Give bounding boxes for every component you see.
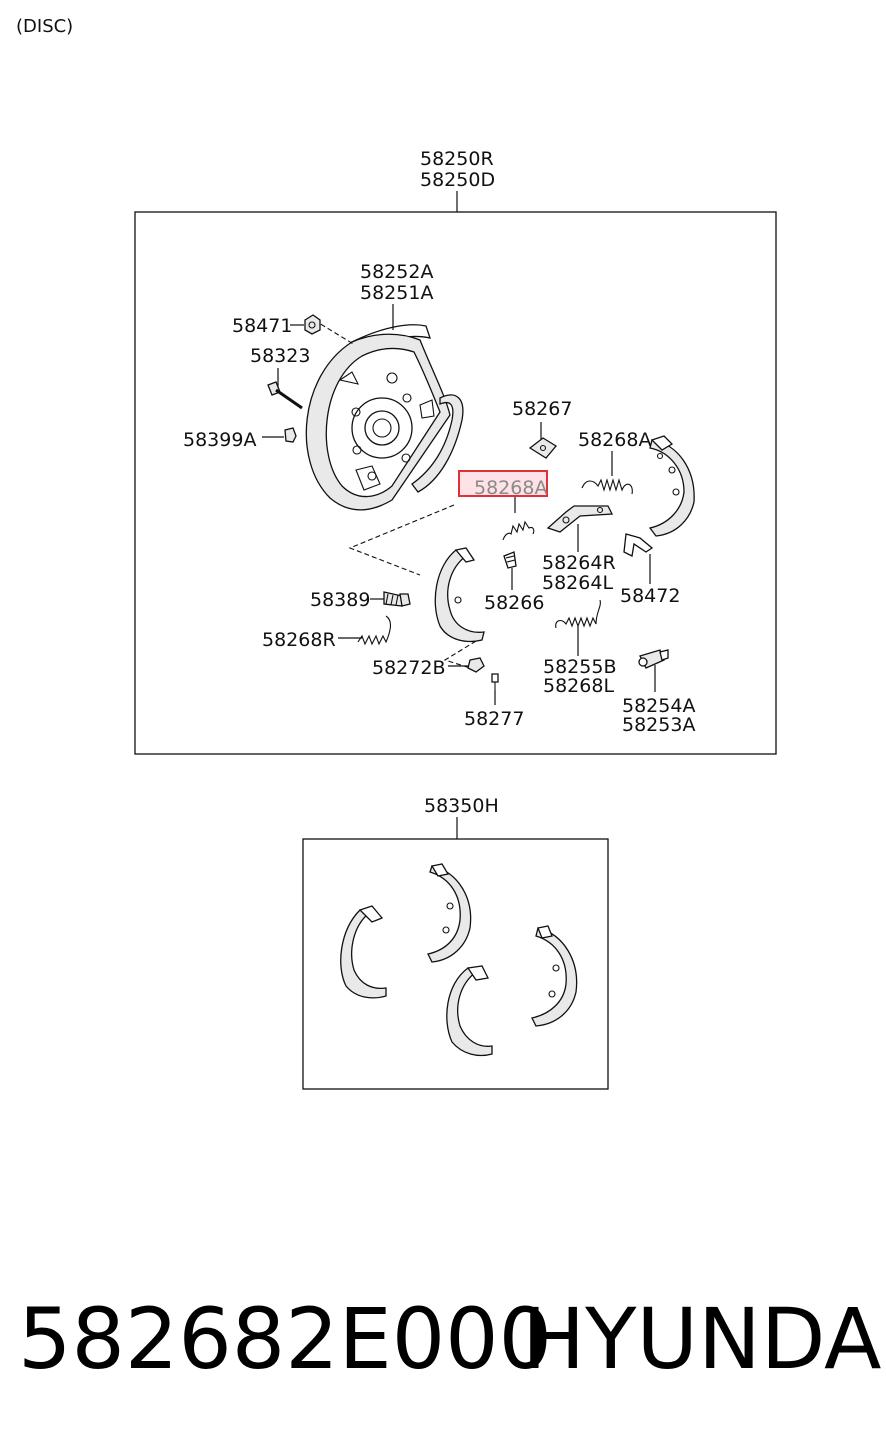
label-58264r: 58264R xyxy=(542,552,616,574)
adjuster-58389 xyxy=(383,591,411,607)
label-58471: 58471 xyxy=(232,315,292,337)
label-58252a: 58252A xyxy=(360,261,433,283)
variant-label: (DISC) xyxy=(16,16,73,37)
part-number: 582682E000 xyxy=(18,1290,552,1388)
brake-shoe-right xyxy=(648,435,695,537)
label-58255b: 58255B xyxy=(543,656,616,678)
spring-58255b xyxy=(555,599,601,629)
lever-58264 xyxy=(546,505,614,533)
assembly-ref-2: 58250D xyxy=(420,169,495,191)
label-58268l: 58268L xyxy=(543,675,614,697)
brake-shoe-left xyxy=(434,547,485,643)
plug-58399a xyxy=(284,427,297,443)
dashed-guide-1 xyxy=(348,504,455,576)
highlight-box[interactable] xyxy=(458,470,548,497)
label-58268a-highlight[interactable]: 58268A xyxy=(474,477,547,499)
clip-58272b xyxy=(467,657,485,673)
label-58266: 58266 xyxy=(484,592,544,614)
shoe-kit-shoe-2 xyxy=(427,863,472,963)
assembly-ref-1: 58250R xyxy=(420,148,494,170)
label-58389: 58389 xyxy=(310,589,370,611)
assembly-frame xyxy=(134,211,777,755)
label-58399a: 58399A xyxy=(183,429,256,451)
shoe-kit-shoe-1 xyxy=(340,905,387,999)
dashed-guide-2 xyxy=(313,319,356,346)
label-58272b: 58272B xyxy=(372,657,445,679)
label-58268r: 58268R xyxy=(262,629,336,651)
label-58323: 58323 xyxy=(250,345,310,367)
label-58253a: 58253A xyxy=(622,714,695,736)
shoe-kit-frame xyxy=(302,838,609,1090)
label-58472: 58472 xyxy=(620,585,680,607)
label-58254a: 58254A xyxy=(622,695,695,717)
label-58251a: 58251A xyxy=(360,282,433,304)
label-58264l: 58264L xyxy=(542,572,613,594)
pin-58277 xyxy=(491,673,499,690)
shoe-kit-shoe-3 xyxy=(446,965,493,1057)
backing-plate xyxy=(305,324,464,511)
cylinder-58254a xyxy=(638,649,669,669)
label-58267: 58267 xyxy=(512,398,572,420)
brand-name: HYUNDAI xyxy=(522,1290,886,1388)
spring-58268a-upper xyxy=(581,478,633,495)
spring-58268r xyxy=(357,615,392,646)
spring-58268a-highlighted xyxy=(502,520,535,541)
bolt-58323 xyxy=(267,381,303,410)
nut-58471 xyxy=(304,314,321,335)
pin-58266 xyxy=(503,551,517,569)
label-58277: 58277 xyxy=(464,708,524,730)
dashed-guide-3 xyxy=(443,640,477,669)
label-58268a-right: 58268A xyxy=(578,429,651,451)
shoe-kit-ref: 58350H xyxy=(424,795,499,817)
part-58472 xyxy=(623,533,654,557)
part-58267 xyxy=(528,437,557,459)
shoe-kit-shoe-4 xyxy=(531,925,578,1027)
